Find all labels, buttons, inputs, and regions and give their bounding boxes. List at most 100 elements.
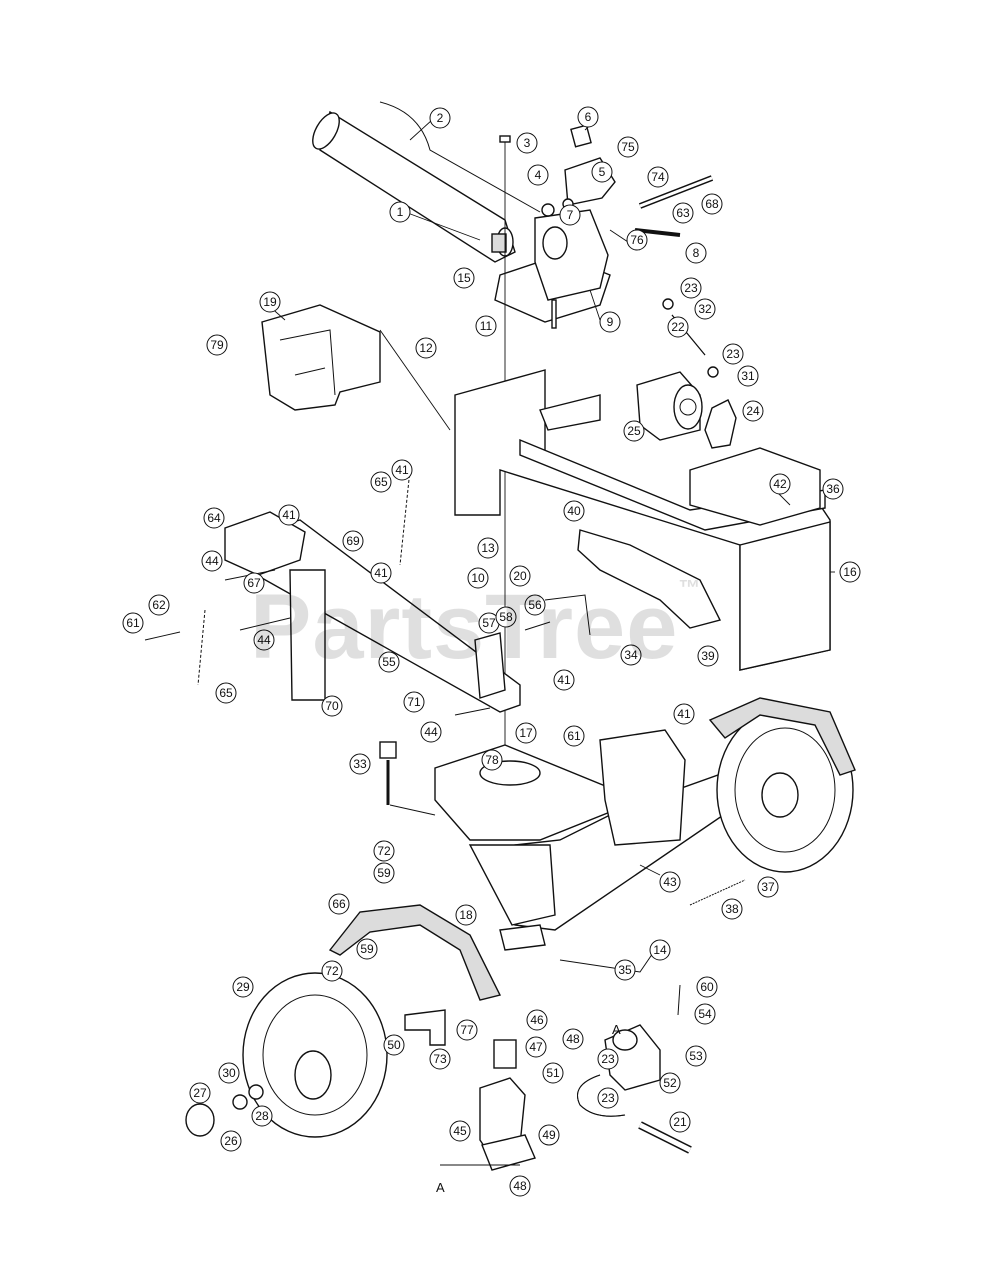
callout-number: 35: [618, 963, 632, 977]
callout-23: 23: [597, 1048, 619, 1070]
hinge-bracket: [474, 632, 506, 699]
callout-bubble: [647, 166, 669, 188]
callout-bubble: [694, 1003, 716, 1025]
callout-78: 78: [481, 749, 503, 771]
callout-bubble: [685, 1045, 707, 1067]
callout-bubble: [516, 132, 538, 154]
callout-number: 18: [459, 908, 473, 922]
callout-73: 73: [429, 1048, 451, 1070]
callout-bubble: [562, 1028, 584, 1050]
callout-17: 17: [515, 722, 537, 744]
callout-bubble: [220, 1130, 242, 1152]
callout-number: 40: [567, 504, 581, 518]
callout-21: 21: [669, 1111, 691, 1133]
callout-number: 41: [374, 566, 388, 580]
callout-63: 63: [672, 202, 694, 224]
callout-number: 76: [630, 233, 644, 247]
callout-18: 18: [455, 904, 477, 926]
callout-6: 6: [577, 106, 599, 128]
callout-number: 22: [671, 320, 685, 334]
oil-filter: [636, 371, 703, 441]
callout-bubble: [495, 606, 517, 628]
callout-bubble: [525, 1036, 547, 1058]
callout-number: 3: [524, 136, 531, 150]
callout-number: 72: [377, 844, 391, 858]
callout-number: 1: [397, 205, 404, 219]
callout-bubble: [538, 1124, 560, 1146]
callout-bubble: [737, 365, 759, 387]
return-hose: [677, 984, 681, 1016]
callout-bubble: [475, 315, 497, 337]
callout-number: 2: [437, 111, 444, 125]
callout-53: 53: [685, 1045, 707, 1067]
callout-71: 71: [403, 691, 425, 713]
callout-bubble: [617, 136, 639, 158]
callout-bubble: [429, 1048, 451, 1070]
callout-bubble: [370, 562, 392, 584]
callout-47: 47: [525, 1036, 547, 1058]
callout-55: 55: [378, 651, 400, 673]
callout-26: 26: [220, 1130, 242, 1152]
callout-bubble: [614, 959, 636, 981]
callout-number: 20: [513, 569, 527, 583]
callout-bubble: [415, 337, 437, 359]
callout-bubble: [455, 904, 477, 926]
callout-number: 34: [624, 648, 638, 662]
callout-number: 77: [460, 1023, 474, 1037]
callout-bubble: [215, 682, 237, 704]
callout-bubble: [203, 507, 225, 529]
callout-bubble: [201, 550, 223, 572]
callout-77: 77: [456, 1019, 478, 1041]
callout-28: 28: [251, 1105, 273, 1127]
callout-bubble: [449, 1120, 471, 1142]
callout-number: 56: [528, 598, 542, 612]
callout-46: 46: [526, 1009, 548, 1031]
callout-bubble: [597, 1048, 619, 1070]
callout-79: 79: [206, 334, 228, 356]
callout-number: 72: [325, 964, 339, 978]
callout-36: 36: [822, 478, 844, 500]
callout-76: 76: [626, 229, 648, 251]
callout-number: 37: [761, 880, 775, 894]
callout-bubble: [626, 229, 648, 251]
callout-33: 33: [349, 753, 371, 775]
callout-number: 74: [651, 170, 665, 184]
callout-number: 23: [601, 1052, 615, 1066]
callout-bubble: [378, 651, 400, 673]
callout-number: 32: [698, 302, 712, 316]
callout-41: 41: [673, 703, 695, 725]
callout-number: 14: [653, 943, 667, 957]
callout-number: 60: [700, 980, 714, 994]
callout-bubble: [515, 722, 537, 744]
callout-bubble: [559, 204, 581, 226]
hydraulic-cylinder: [312, 110, 516, 263]
callout-69: 69: [342, 530, 364, 552]
callout-number: 68: [705, 197, 719, 211]
callout-15: 15: [453, 267, 475, 289]
callout-44: 44: [420, 721, 442, 743]
callout-48: 48: [509, 1175, 531, 1197]
callout-bubble: [356, 938, 378, 960]
callout-10: 10: [467, 567, 489, 589]
callout-number: 44: [424, 725, 438, 739]
filter-head: [704, 399, 737, 449]
callout-number: 23: [726, 347, 740, 361]
control-valve: [541, 124, 616, 217]
callout-number: 65: [374, 475, 388, 489]
callout-23: 23: [680, 277, 702, 299]
callout-number: 23: [684, 281, 698, 295]
callout-number: 49: [542, 1128, 556, 1142]
callout-number: 5: [599, 165, 606, 179]
callout-bubble: [599, 311, 621, 333]
callout-bubble: [420, 721, 442, 743]
callout-72: 72: [373, 840, 395, 862]
beam-mount-block: [494, 209, 611, 329]
tow-tongue: [224, 511, 521, 713]
callout-bubble: [722, 343, 744, 365]
callout-24: 24: [742, 400, 764, 422]
callout-13: 13: [477, 537, 499, 559]
callout-bubble: [373, 862, 395, 884]
callout-bubble: [389, 201, 411, 223]
callout-bubble: [669, 1111, 691, 1133]
callout-number: 78: [485, 753, 499, 767]
